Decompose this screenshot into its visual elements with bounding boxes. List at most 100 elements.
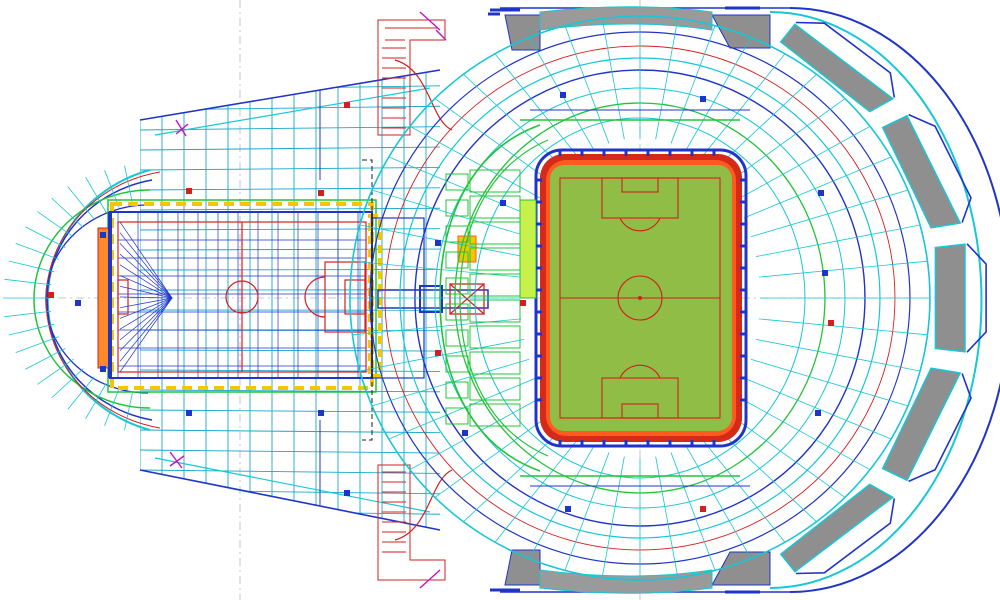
south-pylons <box>490 549 771 594</box>
aisle-line <box>528 445 595 559</box>
facade-frame <box>908 373 972 483</box>
equipment-square <box>435 350 441 356</box>
soccer-pitch <box>550 165 732 431</box>
fan-line <box>119 243 173 299</box>
room <box>469 221 521 245</box>
aisle-line <box>352 318 522 336</box>
fan-line <box>119 297 173 341</box>
arena-stair-line <box>15 242 60 260</box>
room <box>469 325 521 349</box>
fan-line <box>119 297 173 362</box>
wing-grid-line <box>140 349 440 352</box>
facade-panel <box>779 483 895 573</box>
room <box>445 355 469 373</box>
aisle-line <box>564 25 610 144</box>
equipment-markers <box>48 92 834 512</box>
equipment-square <box>520 300 526 306</box>
arena-stair-line <box>25 226 66 249</box>
room <box>445 303 469 321</box>
aisle-line <box>494 53 581 160</box>
aisle-line <box>655 18 679 140</box>
fan-line <box>119 296 173 299</box>
fan-line <box>119 297 173 319</box>
arena-stair-line <box>104 170 120 208</box>
fan-line <box>119 264 173 299</box>
wing-grid-line <box>140 268 440 271</box>
room <box>445 277 469 295</box>
equipment-square <box>822 270 828 276</box>
arena-stair-line <box>51 197 84 228</box>
equipment-square <box>100 366 106 372</box>
equipment-square <box>828 320 834 326</box>
aisle-line <box>463 424 568 523</box>
equipment-square <box>75 300 81 306</box>
fan-line <box>119 275 173 299</box>
equipment-square <box>818 190 824 196</box>
room <box>469 273 521 297</box>
east-facade-panels <box>779 21 987 575</box>
wing-grid-line <box>140 146 440 151</box>
equipment-square <box>565 506 571 512</box>
arena-stair-line <box>85 177 107 213</box>
escape-route-arrow-icon <box>169 29 447 469</box>
arena-stair-line <box>8 260 55 273</box>
west-stand-rooms <box>445 169 521 427</box>
wing-grid-line <box>140 469 440 474</box>
room <box>469 351 521 375</box>
aisle-line <box>685 37 752 151</box>
room <box>469 299 521 323</box>
aisle-line <box>755 339 921 372</box>
aisle-line <box>670 452 716 571</box>
arena-stair-line <box>4 278 52 286</box>
aisle-line <box>601 456 625 578</box>
room <box>445 251 469 269</box>
room <box>445 199 469 217</box>
room <box>445 329 469 347</box>
facade-panel <box>881 114 962 229</box>
aisle-line <box>601 18 625 140</box>
fan-line <box>119 253 173 299</box>
aisle-line <box>371 358 530 407</box>
aisle-line <box>409 395 545 471</box>
west-wing-outline <box>139 69 441 531</box>
fan-line <box>119 221 173 299</box>
facade-frame <box>795 498 896 575</box>
equipment-square <box>462 430 468 436</box>
wing-grid-line <box>140 228 440 231</box>
room <box>445 381 469 399</box>
aisle-line <box>699 53 786 160</box>
aisle-line <box>743 156 892 219</box>
arena-stair-line <box>124 391 134 431</box>
arena-stair-line <box>37 211 74 238</box>
arena-stair-line <box>4 310 52 318</box>
arena-stair-line <box>51 368 84 399</box>
wing-grid-line <box>140 166 440 171</box>
fan-line <box>119 285 173 299</box>
equipment-square <box>700 96 706 102</box>
facade-frame <box>908 113 972 223</box>
arena-stair-line <box>67 376 95 410</box>
court-fan-lines <box>119 221 173 373</box>
aisle-line <box>388 156 537 219</box>
inner-concourse <box>439 109 750 487</box>
facade-frame <box>795 21 896 98</box>
wing-grid-line <box>140 248 440 251</box>
equipment-square <box>435 240 441 246</box>
equipment-square <box>48 292 54 298</box>
arena-building <box>33 169 161 431</box>
aisle-line <box>371 189 530 238</box>
aisle-line <box>758 318 928 336</box>
aisle-line <box>735 395 871 471</box>
fan-line <box>119 297 173 373</box>
aisle-line <box>670 25 716 144</box>
aisle-line <box>463 73 568 172</box>
arena-stair-line <box>67 186 95 220</box>
fan-line <box>119 297 173 309</box>
aisle-line <box>750 189 909 238</box>
equipment-square <box>344 490 350 496</box>
aisle-line <box>359 224 525 257</box>
arena-radial-stairs <box>3 165 134 431</box>
equipment-square <box>318 410 324 416</box>
wing-grid-line <box>140 207 440 211</box>
